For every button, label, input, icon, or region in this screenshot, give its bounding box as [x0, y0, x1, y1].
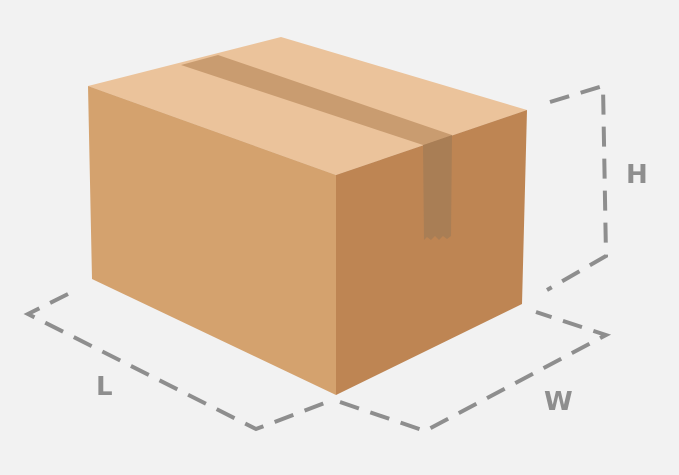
width-label: W — [544, 387, 573, 417]
width-dimension-line — [339, 310, 612, 434]
height-label: H — [626, 160, 648, 190]
height-dimension-line — [546, 83, 609, 292]
tape-top-strip — [181, 55, 452, 145]
box-front-face — [88, 86, 336, 395]
tape-side-strip — [423, 135, 452, 240]
box-side-face — [336, 110, 527, 395]
packing-tape-icon — [181, 55, 452, 240]
length-label: L — [96, 372, 113, 402]
length-dimension-line — [23, 292, 331, 432]
dimension-lines — [23, 83, 612, 434]
